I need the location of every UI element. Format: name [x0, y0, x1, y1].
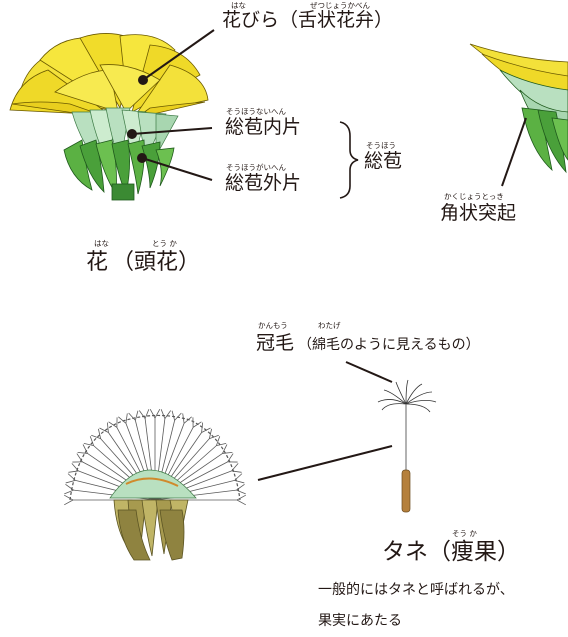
pappus-bristle — [144, 409, 150, 419]
pappus-bristle — [216, 443, 227, 447]
pappus-bristle — [222, 451, 233, 454]
pappus-bristle — [64, 499, 74, 506]
inner-bract-label: 総苞内片 — [225, 116, 302, 138]
pappus-ruby: かんもう — [258, 321, 288, 330]
pappus-bristle — [128, 412, 136, 421]
achene-body — [401, 469, 411, 513]
pappus-bristle — [89, 436, 94, 446]
petal-pointer-dot — [138, 75, 148, 85]
horn-ruby: かくじょうとっき — [444, 192, 504, 201]
pappus-ray — [154, 489, 237, 501]
pappus-bristle — [99, 427, 109, 433]
flower-title: 花 — [86, 250, 109, 275]
seed-description-line1: 一般的にはタネと呼ばれるが、 — [318, 582, 514, 598]
pappus-note-ruby: わたげ — [318, 321, 341, 330]
seed-head-bracts — [113, 499, 189, 561]
pappus-bristle — [171, 410, 176, 421]
pappus-bristle — [236, 489, 246, 495]
single-seed-illustration — [377, 379, 437, 513]
inner-bract-pointer-dot — [127, 129, 137, 139]
pappus-bristle — [208, 428, 212, 439]
petal-ruby: はな — [231, 1, 246, 10]
pappus-bristle — [149, 409, 156, 419]
flower-stem — [111, 183, 135, 201]
inner-bracts — [71, 107, 179, 165]
horn-leader-line — [501, 117, 527, 187]
pappus-label: 冠毛 — [256, 332, 295, 354]
involucre-brace — [339, 121, 359, 199]
involucre-ruby: そうほう — [366, 141, 396, 150]
flower-head-illustration — [9, 33, 209, 201]
pappus-note: （綿毛のように見えるもの） — [298, 337, 480, 353]
pappus-bristle — [183, 416, 192, 424]
flower-leader-lines — [131, 29, 215, 181]
flower-title-paren-ruby: とう か — [152, 239, 177, 248]
pappus-bristle — [125, 413, 128, 424]
ray-petals — [9, 33, 209, 119]
pappus-bristle — [164, 410, 172, 419]
pappus-bristle — [68, 470, 79, 473]
pappus-leader-line — [345, 361, 393, 383]
seed-description-line2: 果実にあたる — [318, 613, 402, 629]
inner-bract-ruby: そうほうないへん — [226, 107, 286, 116]
petal-label: 花びら（舌状花弁） — [222, 9, 394, 31]
pappus-bristle — [222, 444, 228, 454]
pappus-bristle — [64, 494, 74, 501]
seed-title: タネ — [382, 539, 428, 565]
pappus-bristle — [236, 499, 246, 506]
seed-title-paren: （痩果） — [428, 539, 520, 565]
pappus-bristle — [77, 451, 88, 454]
pappus-bristle — [160, 409, 166, 419]
pappus-bristle — [83, 443, 94, 447]
involucre-label: 総苞 — [364, 150, 403, 172]
outer-bracts — [63, 139, 175, 196]
flower-title-ruby: はな — [94, 239, 109, 248]
seed-head-illustration — [64, 409, 246, 561]
pappus-bristle — [118, 416, 127, 424]
horn-label: 角状突起 — [440, 202, 517, 224]
pappus-bristles — [377, 379, 437, 413]
pappus-bristle — [64, 489, 74, 495]
pappus-bristle — [91, 434, 101, 439]
pappus-bristle — [106, 422, 109, 433]
bud-illustration — [469, 43, 568, 174]
seed-leader-line — [257, 445, 393, 481]
pappus-bristle — [236, 494, 246, 501]
pappus-bristle — [138, 410, 146, 419]
pappus-bristle — [82, 444, 88, 454]
pappus-bristle — [134, 410, 139, 421]
outer-bract-label: 総苞外片 — [225, 172, 302, 194]
petal-paren-ruby: ぜつじょうかべん — [310, 1, 370, 10]
pappus-bristle — [216, 436, 221, 446]
pappus-bristle — [227, 453, 234, 463]
pappus-bristle — [98, 428, 102, 439]
pappus-bristle — [154, 409, 161, 419]
seed-title-ruby: そう か — [452, 529, 477, 538]
pappus-bristle — [192, 421, 202, 428]
outer-bract-pointer-dot — [137, 153, 147, 163]
pappus-outline — [69, 414, 241, 501]
pappus-bristle — [65, 479, 76, 484]
pappus-bristle — [108, 421, 118, 428]
flower-title-paren: （頭花） — [112, 250, 201, 275]
outer-bract-ruby: そうほうがいへん — [226, 163, 286, 172]
